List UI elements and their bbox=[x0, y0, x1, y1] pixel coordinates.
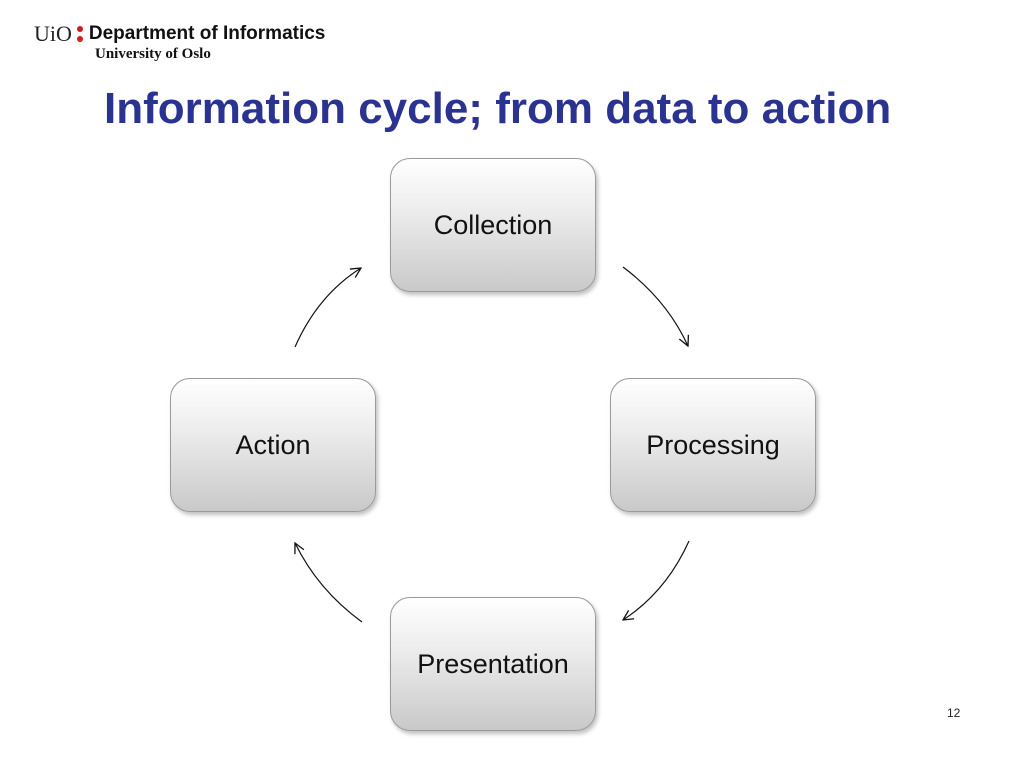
slide-title: Information cycle; from data to action bbox=[104, 84, 892, 133]
node-action: Action bbox=[170, 378, 376, 512]
uio-logo: UiO Department of Informatics bbox=[34, 20, 325, 48]
node-collection: Collection bbox=[390, 158, 596, 292]
arrow-collection-to-processing bbox=[622, 266, 688, 346]
uio-logo-dots-icon bbox=[76, 26, 83, 42]
department-name: Department of Informatics bbox=[88, 23, 326, 44]
node-presentation: Presentation bbox=[390, 597, 596, 731]
uio-logo-text: UiO bbox=[34, 21, 72, 46]
arrow-presentation-to-action bbox=[295, 543, 363, 623]
page-number: 12 bbox=[947, 706, 961, 720]
arrow-action-to-collection bbox=[294, 268, 361, 348]
slide-header: UiO Department of Informatics University… bbox=[34, 20, 325, 62]
university-name: University of Oslo bbox=[95, 46, 211, 62]
node-processing: Processing bbox=[610, 378, 816, 512]
arrow-processing-to-presentation bbox=[623, 540, 690, 620]
